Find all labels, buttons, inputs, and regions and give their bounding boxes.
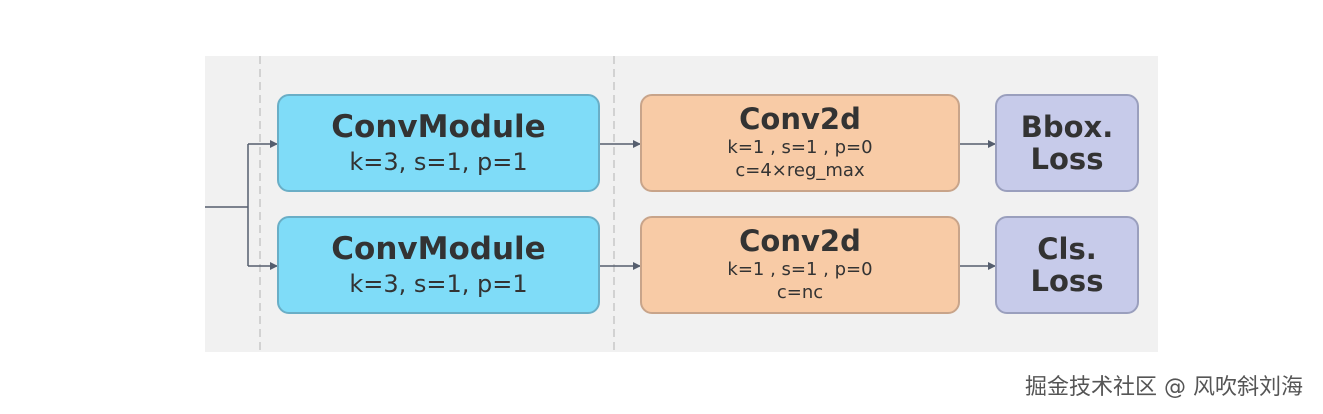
convmodule-title: ConvModule xyxy=(331,231,546,268)
loss-title-line1: Cls. xyxy=(1037,231,1097,266)
conv2d-channels: c=nc xyxy=(776,281,824,303)
convmodule-box-top: ConvModule k=3, s=1, p=1 xyxy=(277,94,600,192)
conv2d-box-bottom: Conv2d k=1 , s=1 , p=0 c=nc xyxy=(640,216,960,314)
conv2d-params: k=1 , s=1 , p=0 xyxy=(727,258,873,280)
loss-title-line2: Loss xyxy=(1030,264,1104,298)
convmodule-params: k=3, s=1, p=1 xyxy=(349,147,528,176)
loss-title-line1: Bbox. xyxy=(1020,109,1114,144)
convmodule-params: k=3, s=1, p=1 xyxy=(349,269,528,298)
conv2d-channels: c=4×reg_max xyxy=(735,159,865,181)
convmodule-title: ConvModule xyxy=(331,109,546,146)
conv2d-title: Conv2d xyxy=(739,101,861,136)
conv2d-title: Conv2d xyxy=(739,223,861,258)
cls-loss-box: Cls. Loss xyxy=(995,216,1139,314)
loss-title-line2: Loss xyxy=(1030,142,1104,176)
conv2d-box-top: Conv2d k=1 , s=1 , p=0 c=4×reg_max xyxy=(640,94,960,192)
conv2d-params: k=1 , s=1 , p=0 xyxy=(727,136,873,158)
watermark-text: 掘金技术社区 @ 风吹斜刘海 xyxy=(1025,375,1303,400)
convmodule-box-bottom: ConvModule k=3, s=1, p=1 xyxy=(277,216,600,314)
bbox-loss-box: Bbox. Loss xyxy=(995,94,1139,192)
